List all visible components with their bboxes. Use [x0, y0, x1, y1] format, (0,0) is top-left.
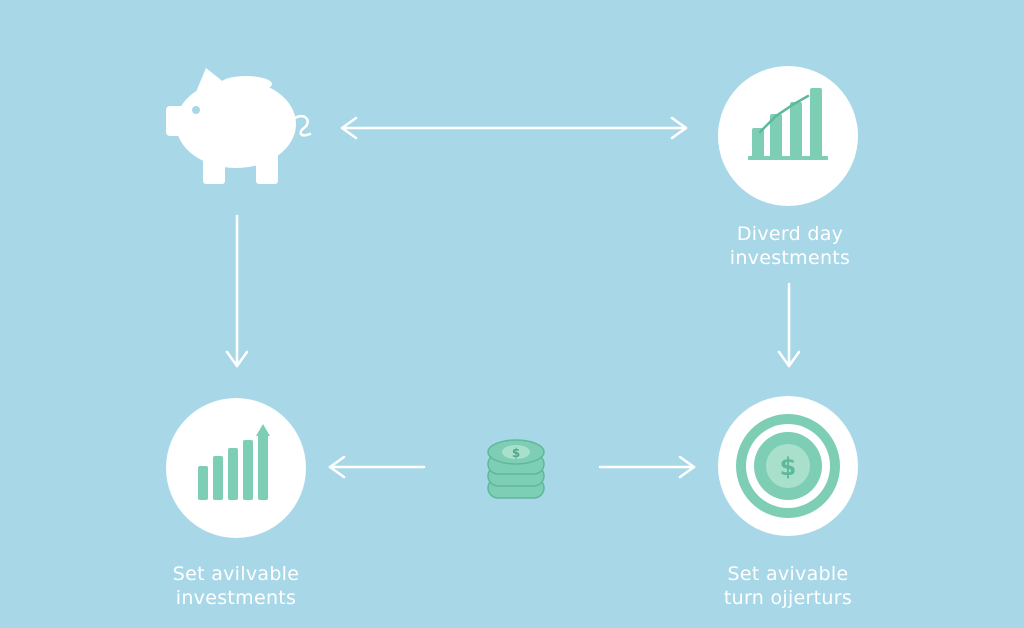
top-right-label-line1: Diverd day — [736, 223, 844, 245]
bottom-left-label-line2: investments — [175, 587, 297, 609]
left-down-arrow — [225, 214, 249, 368]
bottom-left-label-line1: Set avilvable — [172, 563, 300, 585]
top-right-node — [718, 66, 858, 206]
right-down-arrow — [777, 282, 801, 368]
svg-text:$: $ — [780, 453, 797, 481]
bottom-right-arrow — [598, 455, 696, 479]
top-right-label: Diverd day investments — [690, 222, 890, 270]
top-double-arrow — [340, 116, 688, 140]
bottom-right-label-line2: turn ojjerturs — [723, 587, 853, 609]
bottom-right-label: Set avivable turn ojjerturs — [688, 562, 888, 610]
bottom-left-arrow — [328, 455, 426, 479]
top-right-label-line2: investments — [729, 247, 851, 269]
svg-text:$: $ — [512, 446, 520, 460]
bottom-left-label: Set avilvable investments — [136, 562, 336, 610]
bottom-right-label-line1: Set avivable — [727, 563, 849, 585]
